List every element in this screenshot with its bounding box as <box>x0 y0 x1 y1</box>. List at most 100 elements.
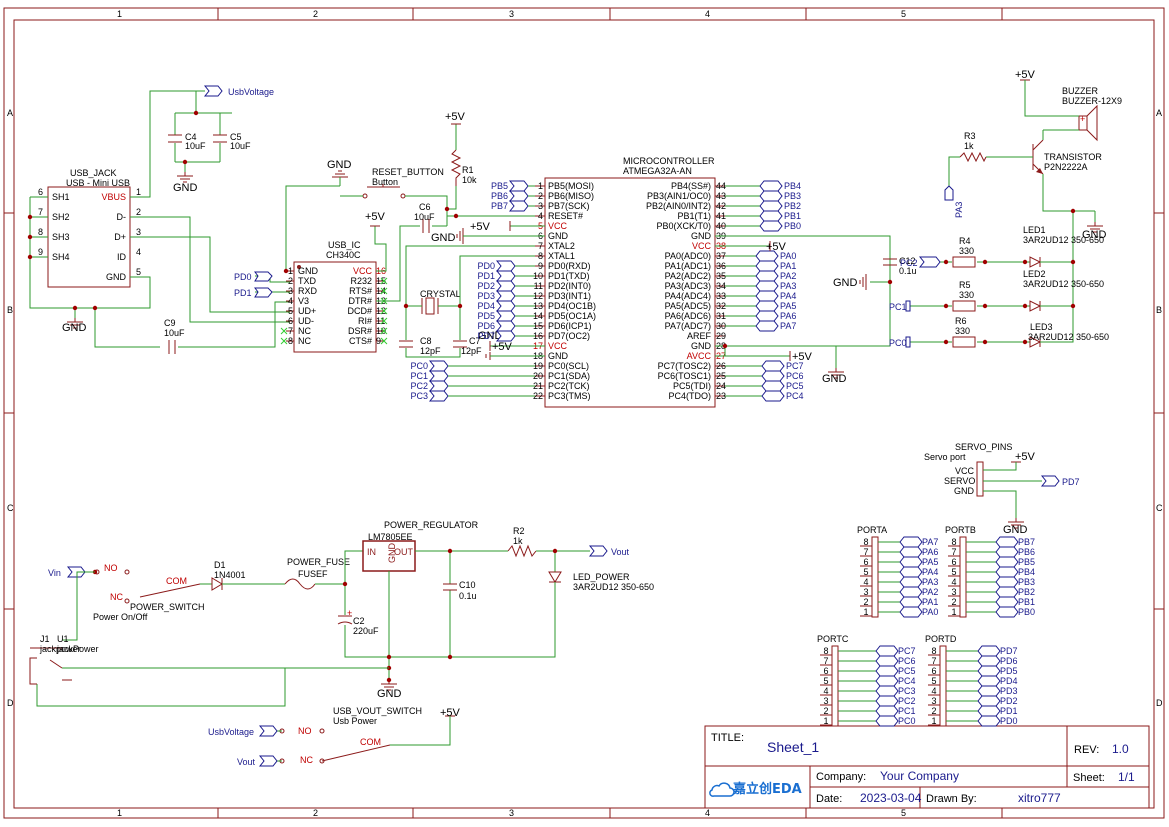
net-flag-pa3[interactable]: PA3 <box>755 280 796 292</box>
capacitor-c2[interactable]: + C2 220uF <box>337 608 379 636</box>
led-power[interactable]: LED_POWER 3AR2UD12 350-650 <box>548 571 654 594</box>
net-flag-pc1[interactable]: PC1 <box>875 705 916 717</box>
net-flag-pd1-ic[interactable]: PD1 <box>234 287 273 298</box>
net-flag-pd7[interactable]: PD7 <box>977 645 1018 657</box>
net-flag-pc2[interactable]: PC2 <box>875 695 916 707</box>
net-flag-pd0-ic[interactable]: PD0 <box>234 271 273 282</box>
net-flag-pc4[interactable]: PC4 <box>761 390 804 402</box>
buzzer[interactable]: BUZZER BUZZER-12X9 + <box>1062 86 1122 142</box>
net-flag-pb2[interactable]: PB2 <box>995 586 1035 598</box>
net-flag-pd0[interactable]: PD0 <box>977 715 1018 727</box>
net-flag-pa6[interactable]: PA6 <box>899 546 938 558</box>
net-flag-vout[interactable]: Vout <box>588 545 630 557</box>
net-flag-pd7[interactable]: PD7 <box>477 330 516 342</box>
net-flag-pd5[interactable]: PD5 <box>977 665 1018 677</box>
net-flag-usbvoltage-switch[interactable]: UsbVoltage <box>208 725 278 737</box>
net-flag-vout-switch[interactable]: Vout <box>237 755 278 767</box>
resistor-r1[interactable]: R1 10k <box>450 149 477 186</box>
power-switch[interactable]: NO NC COM POWER_SWITCH Power On/Off <box>93 563 205 622</box>
net-flag-pd6[interactable]: PD6 <box>977 655 1018 667</box>
net-flag-pb3[interactable]: PB3 <box>995 576 1035 588</box>
net-flag-pc0[interactable]: PC0 <box>875 715 916 727</box>
capacitor-c10[interactable]: C10 0.1u <box>443 580 477 601</box>
net-flag-pa2[interactable]: PA2 <box>755 270 796 282</box>
capacitor-c9[interactable]: C9 10uF <box>164 318 185 354</box>
net-flag-pc6[interactable]: PC6 <box>761 370 804 382</box>
net-flag-pa6[interactable]: PA6 <box>755 310 796 322</box>
net-flag-pd2[interactable]: PD2 <box>477 280 516 292</box>
net-flag-pa7[interactable]: PA7 <box>755 320 796 332</box>
net-flag-pc2[interactable]: PC2 <box>410 380 449 392</box>
net-flag-pb3[interactable]: PB3 <box>759 190 801 202</box>
net-flag-pc3[interactable]: PC3 <box>410 390 449 402</box>
net-flag-pc0-led[interactable]: PC0 <box>889 336 911 348</box>
resistor-r6[interactable]: R6 330 <box>952 316 976 348</box>
net-flag-pa5[interactable]: PA5 <box>755 300 796 312</box>
net-flag-pd5[interactable]: PD5 <box>477 310 516 322</box>
reset-button[interactable]: RESET_BUTTON Button <box>362 167 444 199</box>
transistor-p2n2222a[interactable]: TRANSISTOR P2N2222A <box>1032 139 1102 175</box>
resistor-r5[interactable]: R5 330 <box>952 280 976 312</box>
net-flag-pc2-led[interactable]: PC2 <box>900 256 941 268</box>
net-flag-pb5[interactable]: PB5 <box>995 556 1035 568</box>
net-flag-pd7-servo[interactable]: PD7 <box>1040 475 1080 487</box>
net-flag-pc3[interactable]: PC3 <box>875 685 916 697</box>
resistor-r4[interactable]: R4 330 <box>952 236 976 268</box>
net-flag-pc0[interactable]: PC0 <box>410 360 449 372</box>
net-flag-pc7[interactable]: PC7 <box>875 645 916 657</box>
net-flag-pc1[interactable]: PC1 <box>410 370 449 382</box>
microcontroller-atmega32a[interactable]: MICROCONTROLLER ATMEGA32A-AN PB5(MOSI)1P… <box>533 156 726 408</box>
net-flag-pb4[interactable]: PB4 <box>995 566 1035 578</box>
resistor-r2[interactable]: R2 1k <box>507 526 537 558</box>
resistor-r3[interactable]: R3 1k <box>959 131 987 163</box>
capacitor-c4[interactable]: C4 10uF <box>168 132 206 151</box>
diode-d1[interactable]: D1 1N4001 <box>211 560 246 591</box>
net-flag-pb6[interactable]: PB6 <box>995 546 1035 558</box>
net-flag-pb1[interactable]: PB1 <box>759 210 801 222</box>
capacitor-c6[interactable]: C6 10uF <box>414 202 435 233</box>
led-3[interactable]: LED3 3AR2UD12 350-650 <box>1028 322 1109 348</box>
net-flag-pa3-buzzer[interactable]: PA3 <box>944 185 964 218</box>
net-flag-pd4[interactable]: PD4 <box>477 300 516 312</box>
usb-ic-ch340c[interactable]: USB_IC CH340C GND1TXD2RXD3V34UD+5UD-6NC7… <box>280 240 388 353</box>
net-flag-pd1[interactable]: PD1 <box>977 705 1018 717</box>
capacitor-c8[interactable]: C8 12pF <box>399 336 441 356</box>
net-flag-pa3[interactable]: PA3 <box>899 576 938 588</box>
net-flag-pb0[interactable]: PB0 <box>995 606 1035 618</box>
net-flag-pb4[interactable]: PB4 <box>759 180 801 192</box>
net-flag-pc4[interactable]: PC4 <box>875 675 916 687</box>
net-flag-pa1[interactable]: PA1 <box>899 596 938 608</box>
net-flag-pc6[interactable]: PC6 <box>875 655 916 667</box>
net-flag-pa5[interactable]: PA5 <box>899 556 938 568</box>
net-flag-pa1[interactable]: PA1 <box>755 260 796 272</box>
net-flag-pb5[interactable]: PB5 <box>491 180 529 192</box>
voltage-regulator[interactable]: POWER_REGULATOR LM7805EE IN OUT GND <box>362 520 479 572</box>
net-flag-pb7[interactable]: PB7 <box>995 536 1035 548</box>
crystal[interactable]: CRYSTAL <box>420 289 461 315</box>
net-flag-pa0[interactable]: PA0 <box>899 606 938 618</box>
servo-pins[interactable]: SERVO_PINS Servo port VCC SERVO GND <box>924 442 1012 497</box>
net-flag-pc1-led[interactable]: PC1 <box>889 300 911 312</box>
net-flag-pd1[interactable]: PD1 <box>477 270 516 282</box>
capacitor-c12[interactable]: C12 0.1u <box>883 256 917 276</box>
net-flag-pb0[interactable]: PB0 <box>759 220 801 232</box>
net-flag-pa4[interactable]: PA4 <box>899 566 938 578</box>
net-flag-pd3[interactable]: PD3 <box>977 685 1018 697</box>
net-flag-usbvoltage[interactable]: UsbVoltage <box>203 85 274 97</box>
capacitor-c7[interactable]: C7 12pF <box>453 336 482 356</box>
net-flag-pc5[interactable]: PC5 <box>761 380 804 392</box>
net-flag-pd4[interactable]: PD4 <box>977 675 1018 687</box>
net-flag-pd0[interactable]: PD0 <box>477 260 516 272</box>
power-fuse[interactable]: POWER_FUSE FUSEF <box>284 557 350 590</box>
net-flag-pb7[interactable]: PB7 <box>491 200 529 212</box>
net-flag-pd2[interactable]: PD2 <box>977 695 1018 707</box>
power-jack-j1[interactable]: J1 jackpower U1 jackPower <box>29 634 99 685</box>
led-2[interactable]: LED2 3AR2UD12 350-650 <box>1023 269 1104 312</box>
net-flag-pa2[interactable]: PA2 <box>899 586 938 598</box>
capacitor-c5[interactable]: C5 10uF <box>213 132 251 151</box>
net-flag-pa7[interactable]: PA7 <box>899 536 938 548</box>
net-flag-pb2[interactable]: PB2 <box>759 200 801 212</box>
